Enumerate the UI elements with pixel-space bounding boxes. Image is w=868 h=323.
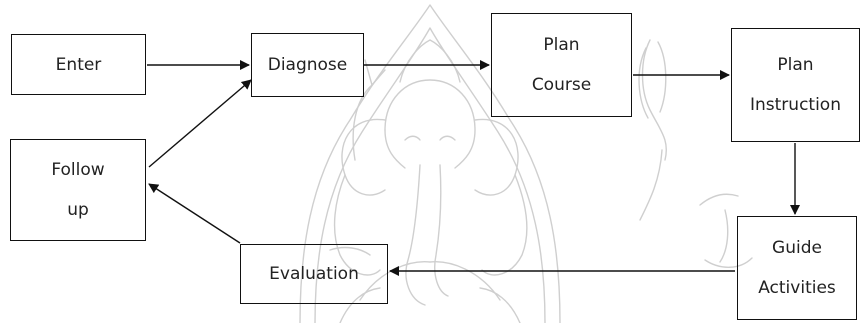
guide-activities-box: Guide Activities (737, 216, 857, 320)
plan-course-label-line-1: Plan (543, 35, 580, 55)
plan-instruction-label-line-1: Plan (777, 55, 814, 75)
evaluation-box: Evaluation (240, 244, 388, 304)
guide-activities-label-line-2: Activities (758, 278, 836, 298)
enter-box: Enter (11, 34, 146, 95)
evaluation-label: Evaluation (269, 264, 359, 284)
arrow-follow-up-to-diagnose (148, 79, 252, 168)
guide-activities-label-line-1: Guide (772, 238, 822, 258)
diagnose-box: Diagnose (251, 33, 364, 97)
follow-up-label-line-2: up (67, 200, 89, 220)
plan-instruction-box: Plan Instruction (731, 28, 860, 142)
follow-up-box: Follow up (10, 139, 146, 241)
arrow-evaluation-to-follow-up (148, 183, 241, 244)
plan-course-box: Plan Course (491, 13, 632, 117)
diagnose-label: Diagnose (267, 55, 348, 75)
plan-instruction-label-line-2: Instruction (750, 95, 841, 115)
plan-course-label-line-2: Course (531, 75, 592, 95)
follow-up-label-line-1: Follow (51, 160, 105, 180)
enter-label: Enter (55, 54, 102, 75)
